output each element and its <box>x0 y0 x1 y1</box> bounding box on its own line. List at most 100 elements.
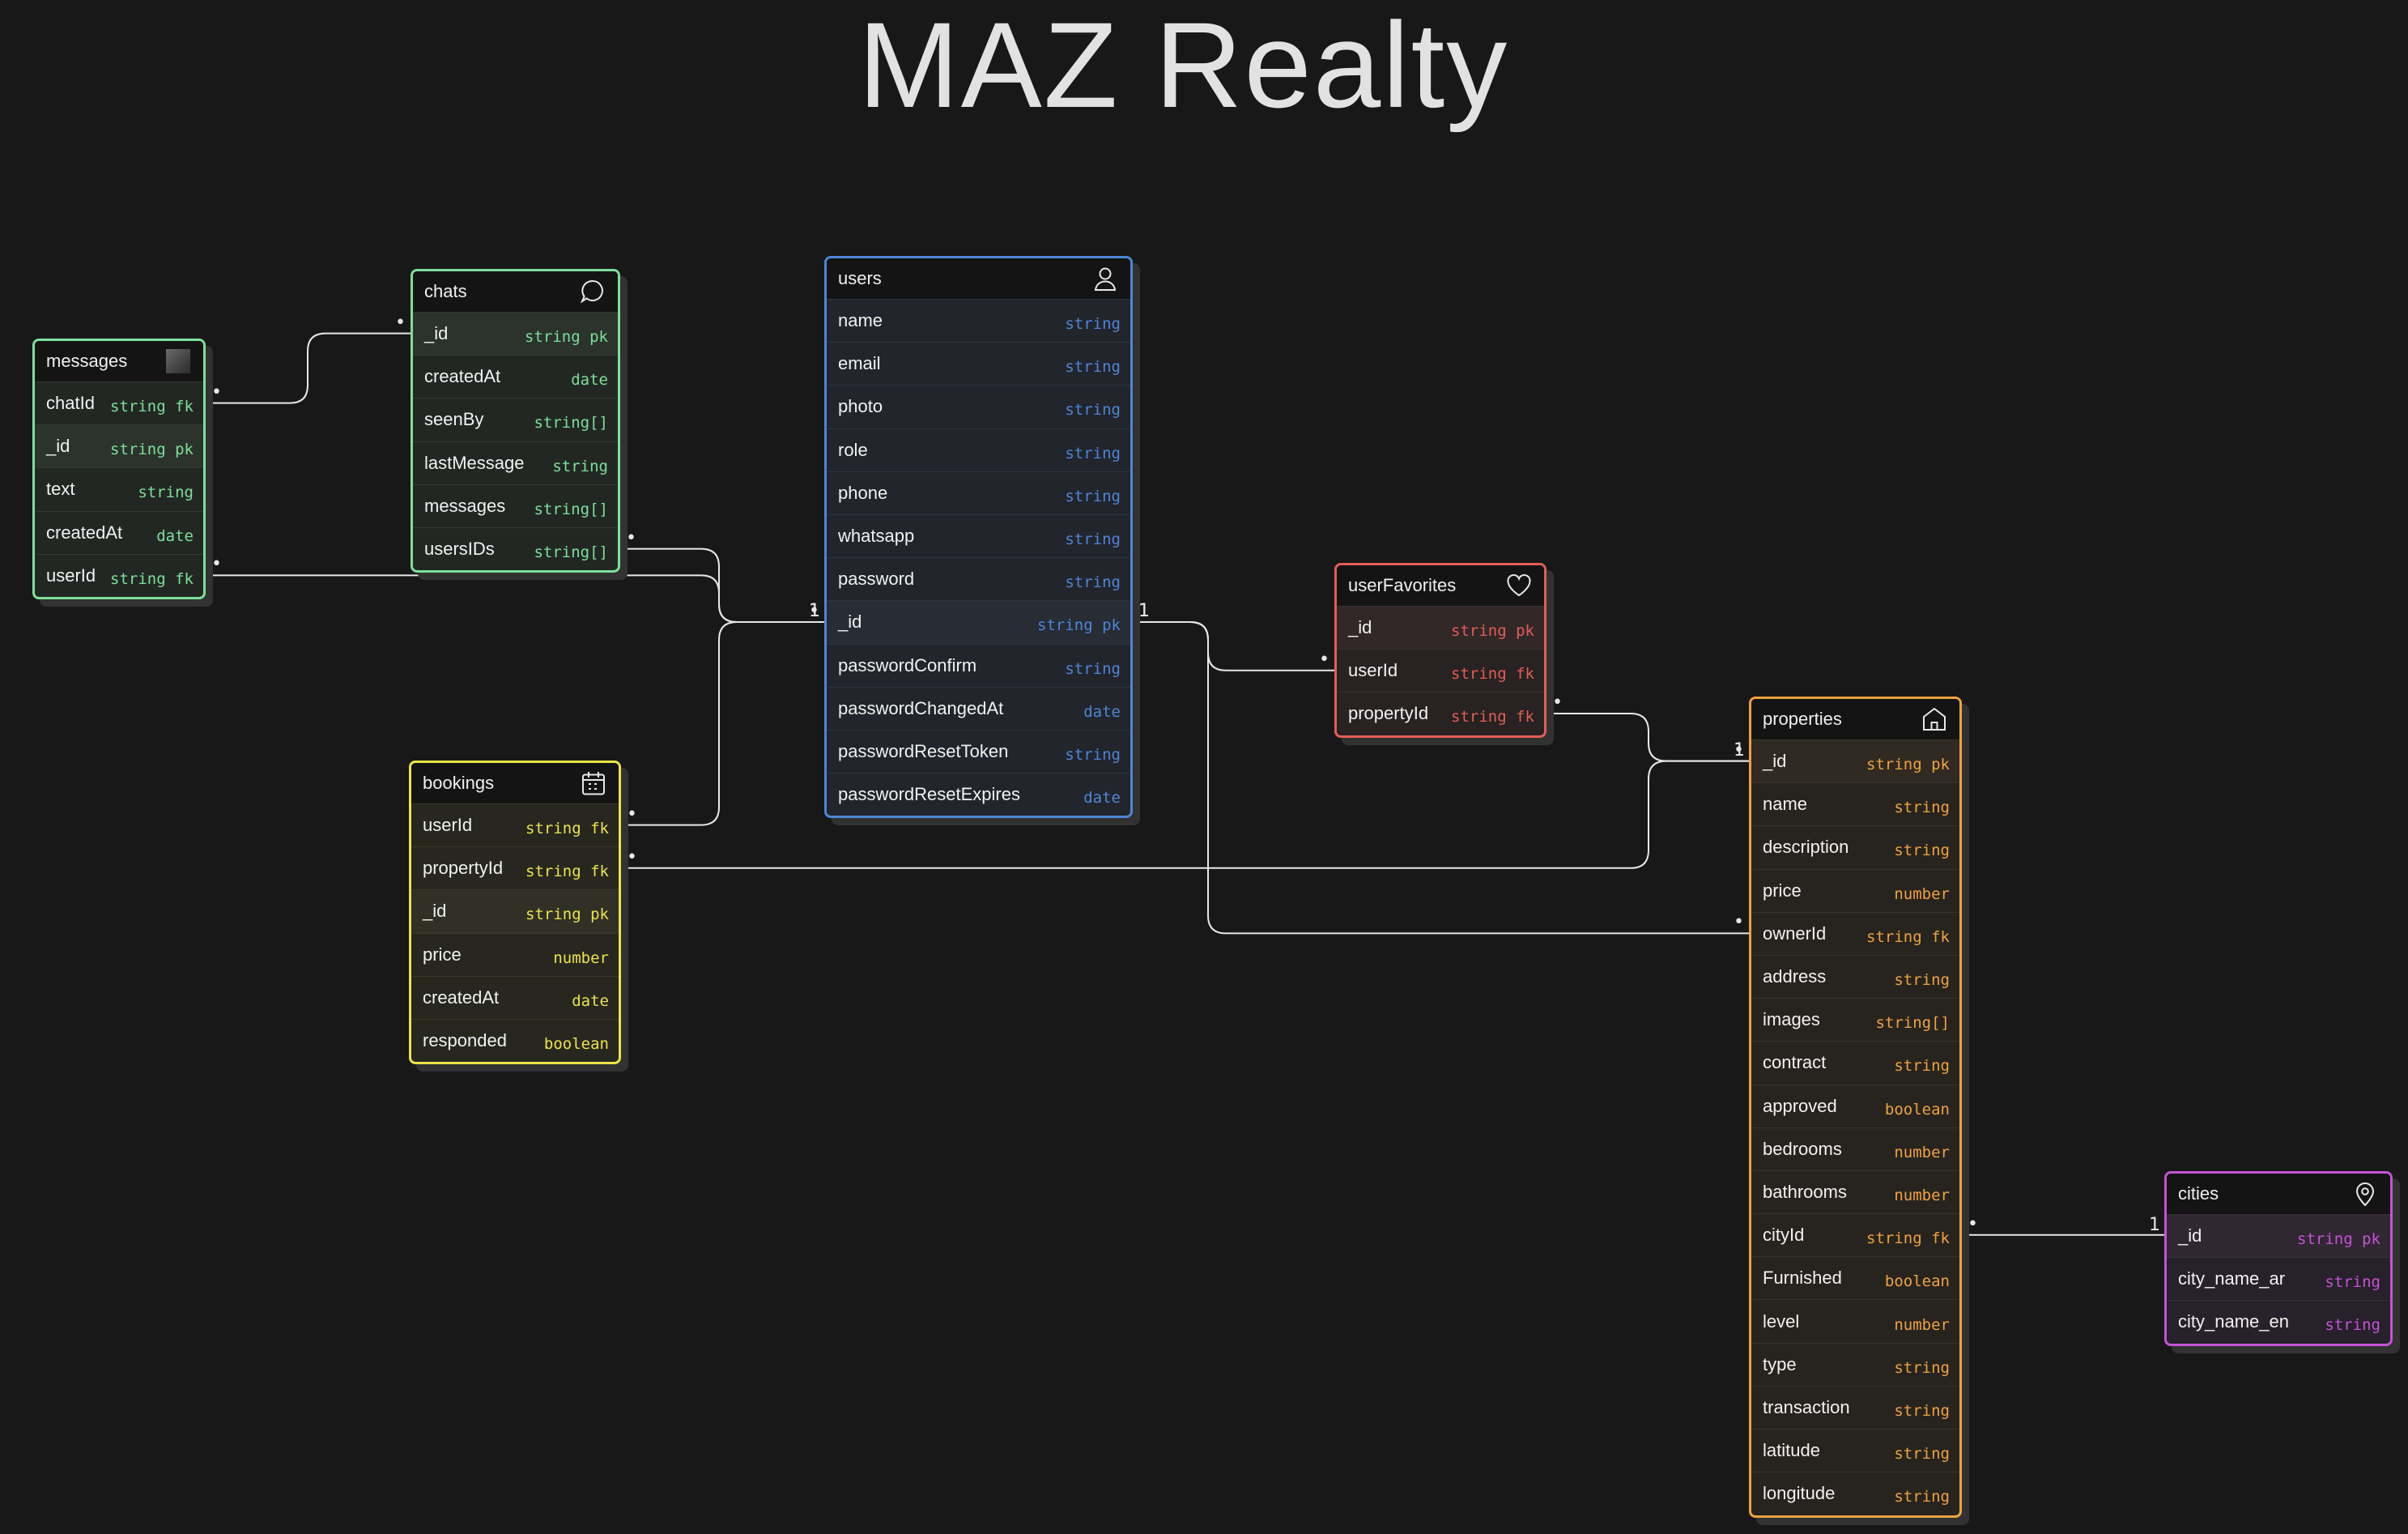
field-row[interactable]: chatId string fk <box>35 381 203 424</box>
field-type: number <box>1894 884 1950 903</box>
cardinality-marker: 1 <box>1138 601 1150 621</box>
field-name: bedrooms <box>1763 1138 1842 1159</box>
field-type: string <box>1894 1358 1950 1377</box>
field-type: string fk <box>110 398 194 416</box>
field-name: bathrooms <box>1763 1181 1847 1202</box>
field-name: contract <box>1763 1052 1827 1073</box>
field-type: string <box>1894 1057 1950 1076</box>
heart-icon <box>1505 572 1533 599</box>
table-header[interactable]: cities <box>2167 1174 2390 1214</box>
field-name: passwordResetExpires <box>838 784 1020 805</box>
table-name: chats <box>424 281 467 301</box>
table-name: properties <box>1763 709 1842 729</box>
field-type: string <box>1065 531 1121 549</box>
field-type: boolean <box>1884 1100 1950 1119</box>
table-header[interactable]: userFavorites <box>1337 565 1544 606</box>
table-header[interactable]: messages <box>35 341 203 381</box>
field-type: date <box>1083 789 1121 807</box>
field-name: price <box>423 944 462 965</box>
field-type: string <box>2325 1316 2380 1335</box>
table-header[interactable]: bookings <box>411 763 619 803</box>
field-type: date <box>1083 702 1121 721</box>
table-header[interactable]: properties <box>1751 699 1959 739</box>
field-name: city_name_ar <box>2178 1268 2286 1289</box>
table-header[interactable]: chats <box>413 271 618 312</box>
field-name: Furnished <box>1763 1268 1842 1289</box>
field-row[interactable]: passwordResetExpires date <box>827 773 1130 816</box>
map-pin-icon <box>2351 1180 2379 1208</box>
field-type: string <box>1894 1445 1950 1464</box>
field-name: level <box>1763 1310 1800 1332</box>
cardinality-marker: • <box>1552 692 1563 713</box>
field-row[interactable]: contract string <box>1751 1041 1959 1084</box>
field-name: _id <box>424 323 449 344</box>
field-name: password <box>838 569 915 590</box>
cardinality-marker: • <box>626 527 636 548</box>
relationship-line <box>205 332 411 404</box>
table-header[interactable]: users <box>827 258 1130 299</box>
field-type: string[] <box>534 543 608 562</box>
field-name: name <box>838 310 883 331</box>
field-name: chatId <box>46 393 95 414</box>
field-name: createdAt <box>424 366 501 387</box>
field-type: string <box>1894 799 1950 817</box>
